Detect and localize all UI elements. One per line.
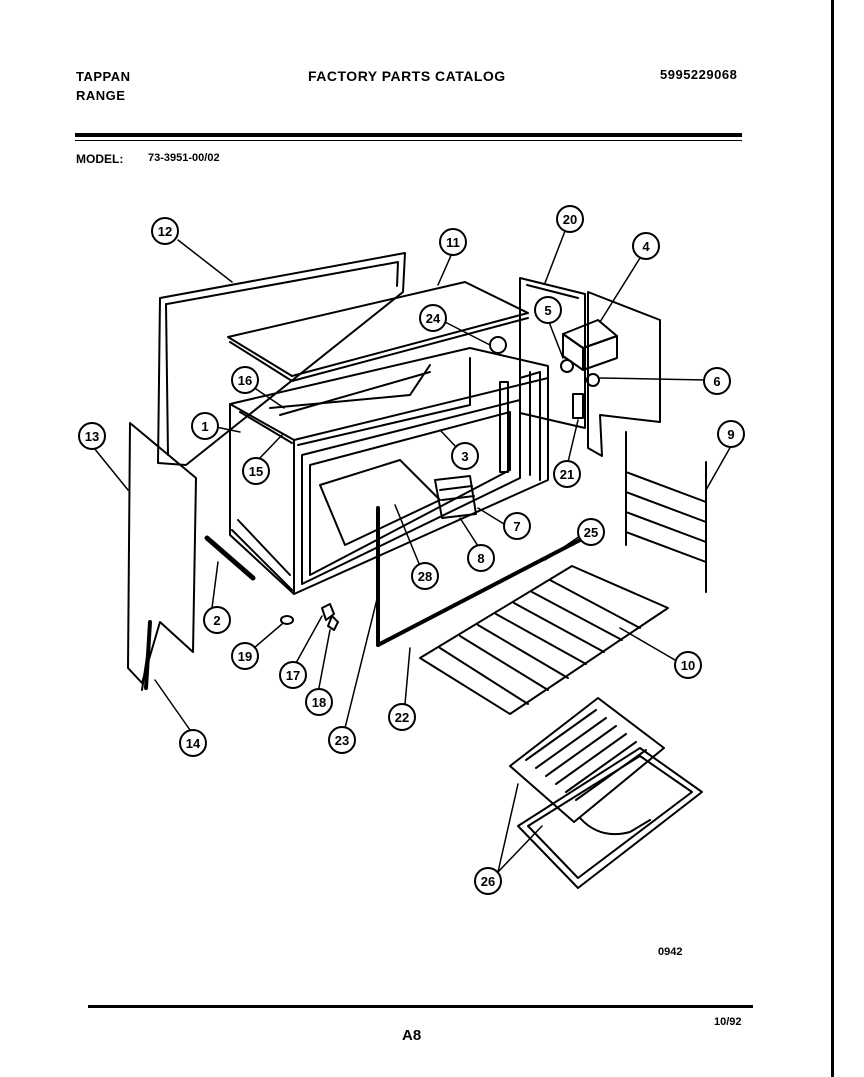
broiler-grid (509, 697, 665, 823)
callout-24: 24 (426, 311, 441, 326)
back-wall (489, 277, 586, 429)
callout-22: 22 (395, 710, 409, 725)
trim-strip (204, 535, 256, 581)
callout-17: 17 (286, 668, 300, 683)
callout-circle-7 (503, 512, 531, 540)
callout-circle-9 (717, 420, 745, 448)
callout-9: 9 (727, 427, 734, 442)
callout-circle-13 (78, 422, 106, 450)
header-divider (75, 133, 742, 137)
top-panel (227, 281, 529, 382)
diagram-code: 0942 (658, 946, 683, 958)
callout-circle-25 (577, 518, 605, 546)
callout-20: 20 (563, 212, 577, 227)
page-number: A8 (402, 1027, 422, 1044)
callout-11: 11 (446, 235, 460, 250)
callout-1: 1 (201, 419, 208, 434)
callout-7: 7 (513, 519, 520, 534)
callout-circle-18 (305, 688, 333, 716)
brand-line-1: TAPPAN (76, 69, 131, 84)
small-parts (280, 603, 339, 631)
drawer-bracket (434, 475, 477, 519)
callout-circle-15 (242, 457, 270, 485)
callout-circle-17 (279, 661, 307, 689)
catalog-part-number: 5995229068 (660, 67, 738, 82)
side-trim (144, 620, 152, 690)
callout-5: 5 (544, 303, 551, 318)
callout-10: 10 (681, 658, 695, 673)
callout-circle-8 (467, 544, 495, 572)
callout-18: 18 (312, 695, 326, 710)
control-components (560, 291, 661, 457)
callout-25: 25 (584, 525, 598, 540)
oven-rail (376, 538, 582, 647)
callout-circle-6 (703, 367, 731, 395)
callout-6: 6 (713, 374, 720, 389)
model-number: 73-3951-00/02 (148, 152, 220, 164)
callout-circle-11 (439, 228, 467, 256)
callout-circle-21 (553, 460, 581, 488)
callout-21: 21 (560, 467, 574, 482)
callout-circle-12 (151, 217, 179, 245)
callout-circle-24 (419, 304, 447, 332)
callout-numbers: 12 11 20 4 24 5 6 16 1 13 15 3 21 9 7 8 … (85, 212, 735, 889)
page-frame (831, 0, 834, 1077)
brand-line-2: RANGE (76, 88, 126, 103)
callout-circle-26 (474, 867, 502, 895)
callout-12: 12 (158, 224, 172, 239)
callout-26: 26 (481, 874, 495, 889)
oven-body (229, 347, 549, 595)
callout-circle-20 (556, 205, 584, 233)
broiler-pan (517, 747, 703, 889)
catalog-date: 10/92 (714, 1016, 742, 1028)
callout-circle-3 (451, 442, 479, 470)
callout-circle-28 (411, 562, 439, 590)
callout-3: 3 (461, 449, 468, 464)
callout-circles (78, 205, 745, 895)
callout-15: 15 (249, 464, 263, 479)
callout-19: 19 (238, 649, 252, 664)
callout-circle-4 (632, 232, 660, 260)
footer-divider (88, 1005, 753, 1008)
callout-circle-10 (674, 651, 702, 679)
callout-circle-5 (534, 296, 562, 324)
callout-circle-2 (203, 606, 231, 634)
callout-14: 14 (186, 736, 201, 751)
header-divider-thin (75, 140, 742, 141)
callout-4: 4 (642, 239, 650, 254)
callout-circle-1 (191, 412, 219, 440)
model-label: MODEL: (76, 152, 124, 166)
rack-supports (625, 431, 707, 593)
callout-circle-16 (231, 366, 259, 394)
catalog-title: FACTORY PARTS CATALOG (308, 68, 506, 84)
callout-28: 28 (418, 569, 432, 584)
callout-circle-22 (388, 703, 416, 731)
callout-13: 13 (85, 429, 99, 444)
rear-panel (157, 252, 406, 466)
callout-circle-23 (328, 726, 356, 754)
oven-rack (419, 565, 669, 715)
callout-circle-14 (179, 729, 207, 757)
callout-2: 2 (213, 613, 220, 628)
callout-23: 23 (335, 733, 349, 748)
leader-lines (93, 230, 732, 873)
callout-circle-19 (231, 642, 259, 670)
callout-16: 16 (238, 373, 252, 388)
callout-8: 8 (477, 551, 484, 566)
